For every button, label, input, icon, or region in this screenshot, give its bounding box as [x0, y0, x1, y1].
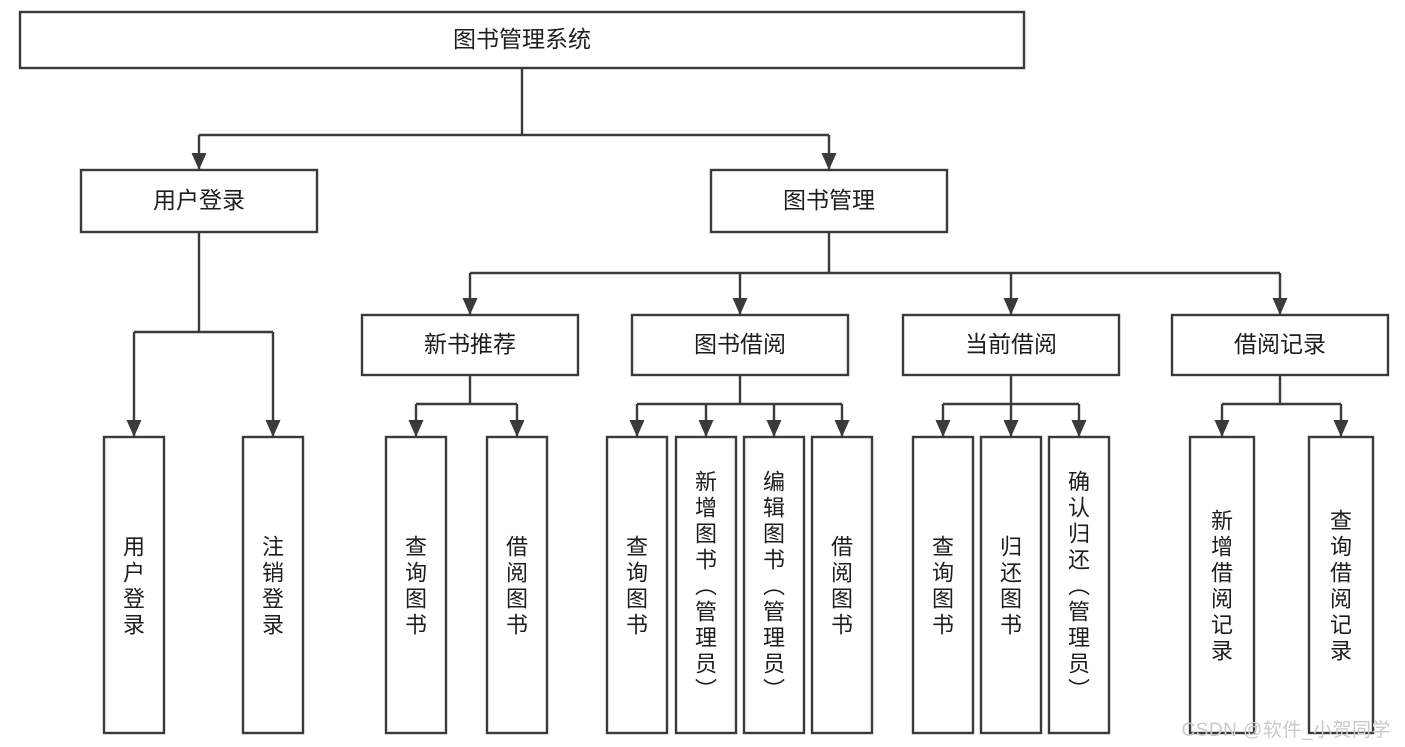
edge-图书管理-arrowhead-3: [1272, 298, 1288, 315]
node-root-图书管理系统-box: [18, 10, 1026, 70]
edge-图书借阅-arrowhead-0: [629, 420, 645, 437]
node-leaf-借阅记录-新增借阅记录-box: [1188, 435, 1256, 735]
node-leaf-当前借阅-确认归还管理员[interactable]: 确认归还︵管理员︶: [1047, 435, 1111, 735]
node-leaf-图书借阅-查询图书-box: [605, 435, 669, 735]
edge-图书借阅-arrowhead-2: [766, 420, 782, 437]
node-leaf-当前借阅-归还图书-label: 归还图书: [1000, 534, 1022, 637]
node-leaf-用户登录-注销登录[interactable]: 注销登录: [241, 435, 305, 735]
node-leaf-新书推荐-查询图书[interactable]: 查询图书: [384, 435, 448, 735]
node-leaf-图书借阅-新增图书管理员[interactable]: 新增图书︵管理员︶: [674, 435, 738, 735]
node-l2-图书管理-box: [709, 168, 949, 234]
edge-root-arrowhead-0: [191, 153, 207, 170]
node-leaf-图书借阅-新增图书管理员-box: [674, 435, 738, 735]
node-l3-图书借阅-box: [630, 313, 850, 377]
node-l3-图书借阅[interactable]: 图书借阅: [630, 313, 850, 377]
connector-edges-layer: [126, 68, 1349, 437]
node-leaf-新书推荐-查询图书-label: 查询图书: [405, 534, 427, 637]
edge-图书管理-arrowhead-1: [732, 298, 748, 315]
node-leaf-用户登录-用户登录-box: [102, 435, 166, 735]
node-leaf-当前借阅-查询图书-box: [911, 435, 975, 735]
watermark-label: CSDN @软件_小贺同学: [1181, 720, 1391, 741]
node-leaf-新书推荐-借阅图书-label: 借阅图书: [506, 534, 528, 637]
node-l3-借阅记录-label: 借阅记录: [1234, 331, 1326, 357]
edge-用户登录-arrowhead-0: [126, 420, 142, 437]
node-leaf-图书借阅-查询图书[interactable]: 查询图书: [605, 435, 669, 735]
node-leaf-借阅记录-新增借阅记录[interactable]: 新增借阅记录: [1188, 435, 1256, 735]
node-l2-图书管理[interactable]: 图书管理: [709, 168, 949, 234]
edge-借阅记录-arrowhead-1: [1333, 420, 1349, 437]
edge-图书借阅-arrowhead-3: [834, 420, 850, 437]
node-leaf-当前借阅-查询图书-label: 查询图书: [932, 534, 954, 637]
node-root-图书管理系统-label: 图书管理系统: [453, 26, 591, 52]
node-l3-借阅记录[interactable]: 借阅记录: [1170, 313, 1390, 377]
edge-图书管理-arrowhead-0: [462, 298, 478, 315]
node-l2-用户登录-box: [79, 168, 319, 234]
edge-root-arrowhead-1: [821, 153, 837, 170]
node-l3-图书借阅-label: 图书借阅: [694, 331, 786, 357]
node-root-图书管理系统[interactable]: 图书管理系统: [18, 10, 1026, 70]
node-l3-当前借阅[interactable]: 当前借阅: [901, 313, 1121, 377]
node-l2-用户登录-label: 用户登录: [153, 187, 245, 213]
node-l3-新书推荐-label: 新书推荐: [424, 331, 516, 357]
node-leaf-图书借阅-借阅图书-label: 借阅图书: [831, 534, 853, 637]
node-leaf-当前借阅-确认归还管理员-label: 确认归还︵管理员︶: [1068, 469, 1090, 702]
edge-借阅记录-arrowhead-0: [1214, 420, 1230, 437]
node-leaf-借阅记录-查询借阅记录-label: 查询借阅记录: [1330, 508, 1352, 663]
node-leaf-图书借阅-新增图书管理员-label: 新增图书︵管理员︶: [695, 469, 717, 702]
node-leaf-图书借阅-查询图书-label: 查询图书: [626, 534, 648, 637]
node-leaf-新书推荐-借阅图书[interactable]: 借阅图书: [485, 435, 549, 735]
node-l3-借阅记录-box: [1170, 313, 1390, 377]
edge-当前借阅-arrowhead-0: [935, 420, 951, 437]
node-l3-当前借阅-box: [901, 313, 1121, 377]
node-leaf-借阅记录-查询借阅记录[interactable]: 查询借阅记录: [1307, 435, 1375, 735]
edge-用户登录-arrowhead-1: [265, 420, 281, 437]
node-leaf-当前借阅-归还图书[interactable]: 归还图书: [979, 435, 1043, 735]
node-leaf-当前借阅-查询图书[interactable]: 查询图书: [911, 435, 975, 735]
node-leaf-用户登录-注销登录-label: 注销登录: [262, 534, 284, 637]
node-leaf-当前借阅-归还图书-box: [979, 435, 1043, 735]
edge-新书推荐-arrowhead-0: [408, 420, 424, 437]
node-leaf-新书推荐-查询图书-box: [384, 435, 448, 735]
node-leaf-图书借阅-借阅图书[interactable]: 借阅图书: [810, 435, 874, 735]
node-leaf-图书借阅-编辑图书管理员-label: 编辑图书︵管理员︶: [763, 469, 785, 702]
diagram-nodes-layer: 图书管理系统用户登录图书管理新书推荐图书借阅当前借阅借阅记录用户登录注销登录查询…: [18, 10, 1390, 735]
node-leaf-新书推荐-借阅图书-box: [485, 435, 549, 735]
edge-新书推荐-arrowhead-1: [509, 420, 525, 437]
edge-当前借阅-arrowhead-1: [1003, 420, 1019, 437]
node-leaf-借阅记录-查询借阅记录-box: [1307, 435, 1375, 735]
node-leaf-图书借阅-编辑图书管理员-box: [742, 435, 806, 735]
node-leaf-用户登录-用户登录[interactable]: 用户登录: [102, 435, 166, 735]
node-leaf-图书借阅-借阅图书-box: [810, 435, 874, 735]
node-leaf-用户登录-注销登录-box: [241, 435, 305, 735]
node-l3-新书推荐-box: [360, 313, 580, 377]
node-leaf-图书借阅-编辑图书管理员[interactable]: 编辑图书︵管理员︶: [742, 435, 806, 735]
node-l3-新书推荐[interactable]: 新书推荐: [360, 313, 580, 377]
node-l2-图书管理-label: 图书管理: [783, 187, 875, 213]
node-leaf-当前借阅-确认归还管理员-box: [1047, 435, 1111, 735]
node-leaf-用户登录-用户登录-label: 用户登录: [123, 534, 145, 637]
node-leaf-借阅记录-新增借阅记录-label: 新增借阅记录: [1211, 508, 1233, 663]
edge-图书借阅-arrowhead-1: [698, 420, 714, 437]
edge-图书管理-arrowhead-2: [1003, 298, 1019, 315]
edge-当前借阅-arrowhead-2: [1071, 420, 1087, 437]
node-l3-当前借阅-label: 当前借阅: [965, 331, 1057, 357]
node-l2-用户登录[interactable]: 用户登录: [79, 168, 319, 234]
